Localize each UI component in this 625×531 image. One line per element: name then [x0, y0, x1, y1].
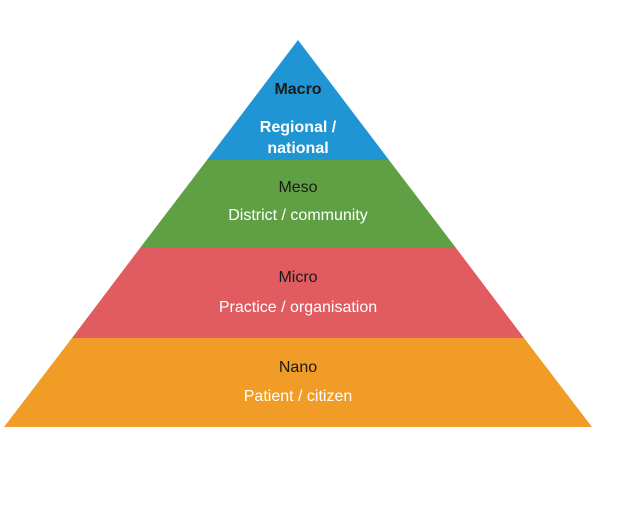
- pyramid-level-nano: [4, 338, 592, 427]
- macro-level-sublabel-line1: Regional /: [260, 119, 337, 136]
- micro-level-title: Micro: [278, 269, 317, 286]
- pyramid-level-micro: [72, 248, 524, 338]
- nano-level-title: Nano: [279, 359, 317, 376]
- macro-level-title: Macro: [274, 81, 321, 98]
- micro-level-sublabel: Practice / organisation: [219, 299, 377, 316]
- pyramid-level-macro: [207, 40, 389, 160]
- nano-level-sublabel: Patient / citizen: [244, 388, 353, 405]
- pyramid-level-meso: [140, 160, 456, 248]
- meso-level-sublabel: District / community: [228, 207, 368, 224]
- macro-level-sublabel-line2: national: [267, 140, 328, 157]
- meso-level-title: Meso: [278, 179, 317, 196]
